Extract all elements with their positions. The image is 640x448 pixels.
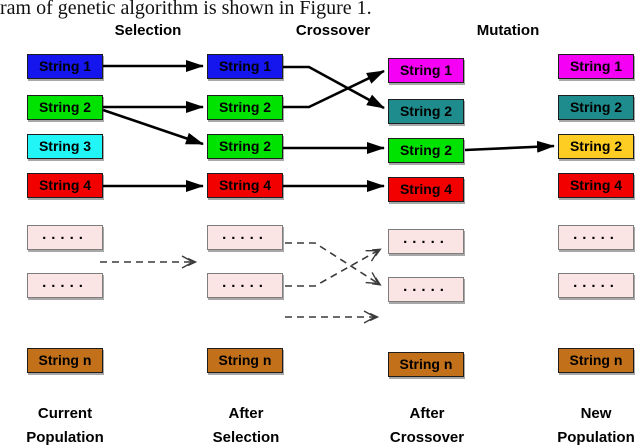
stage-label-mutation: Mutation bbox=[476, 22, 540, 39]
dots-box: ..... bbox=[558, 273, 634, 298]
string-box: String 1 bbox=[558, 54, 634, 79]
column-footer-line: Current bbox=[37, 405, 93, 422]
dots-box: ..... bbox=[388, 277, 464, 302]
column-footer-line: New bbox=[580, 405, 612, 422]
dots-box: ..... bbox=[558, 225, 634, 250]
dots-box: ..... bbox=[27, 225, 103, 250]
string-box: String 3 bbox=[27, 134, 103, 159]
string-box: String 2 bbox=[558, 95, 634, 120]
mutation-arrow bbox=[464, 140, 555, 153]
figure-caption: ram of genetic algorithm is shown in Fig… bbox=[0, 0, 372, 19]
string-box: String 4 bbox=[558, 173, 634, 198]
stage-label-selection: Selection bbox=[114, 22, 182, 39]
stage-label-crossover: Crossover bbox=[295, 22, 371, 39]
string-box: String 2 bbox=[207, 134, 283, 159]
string-box: String 1 bbox=[388, 58, 464, 83]
dots-box: ..... bbox=[388, 229, 464, 254]
column-footer-line: Selection bbox=[212, 429, 280, 446]
dots-box: ..... bbox=[207, 225, 283, 250]
column-footer-line: After bbox=[409, 405, 445, 422]
string-box: String 4 bbox=[207, 173, 283, 198]
column-footer-line: Population bbox=[26, 429, 104, 446]
column-footer-line: Population bbox=[557, 429, 635, 446]
string-box: String 2 bbox=[558, 134, 634, 159]
string-box: String n bbox=[27, 348, 103, 373]
string-box: String 1 bbox=[207, 54, 283, 79]
dots-box: ..... bbox=[207, 273, 283, 298]
crossover-arrows bbox=[283, 65, 385, 192]
string-box: String 2 bbox=[207, 95, 283, 120]
string-box: String 2 bbox=[388, 138, 464, 163]
string-box: String 1 bbox=[27, 54, 103, 79]
string-box: String n bbox=[558, 348, 634, 373]
string-box: String n bbox=[388, 352, 464, 377]
column-footer-line: Crossover bbox=[389, 429, 465, 446]
string-box: String n bbox=[207, 348, 283, 373]
string-box: String 4 bbox=[27, 173, 103, 198]
string-box: String 2 bbox=[388, 99, 464, 124]
selection-arrows bbox=[102, 60, 204, 192]
string-box: String 4 bbox=[388, 177, 464, 202]
string-box: String 2 bbox=[27, 95, 103, 120]
dots-box: ..... bbox=[27, 273, 103, 298]
column-footer-line: After bbox=[228, 405, 264, 422]
